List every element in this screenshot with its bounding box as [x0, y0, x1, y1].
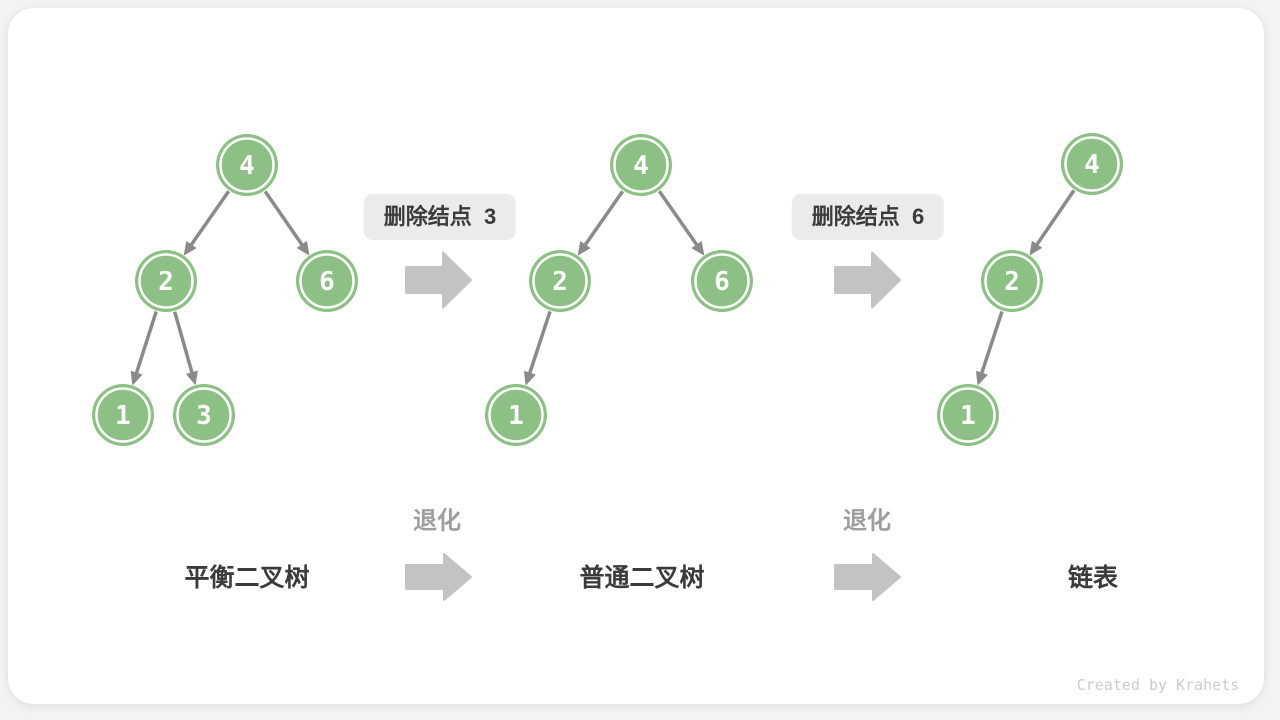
- node-value: 1: [508, 401, 524, 431]
- tree-edge: [583, 190, 625, 246]
- tree-edge: [657, 190, 699, 246]
- node-ring: [1064, 136, 1120, 192]
- node-value: 1: [960, 401, 976, 431]
- node-circle: [937, 384, 999, 446]
- tree-balanced-binary-tree: 4 2 6 1 3: [92, 134, 358, 446]
- step-label-delete-6: 删除结点 6: [791, 194, 945, 240]
- tree-node: 1: [485, 384, 547, 446]
- node-circle: [296, 250, 358, 312]
- tree-ordinary-binary-tree: 4 2 6 1: [485, 134, 753, 446]
- node-circle: [691, 250, 753, 312]
- node-circle: [173, 384, 235, 446]
- node-ring: [984, 253, 1040, 309]
- node-value: 6: [319, 267, 335, 297]
- edge-arrowhead-icon: [130, 370, 143, 386]
- tree-edge: [173, 311, 194, 374]
- edge-arrowhead-icon: [976, 370, 988, 386]
- node-ring: [95, 387, 151, 443]
- node-circle: [610, 134, 672, 196]
- edge-arrowhead-icon: [183, 241, 197, 256]
- degrade-label-2: 退化: [843, 507, 891, 535]
- tree-edge: [189, 190, 231, 246]
- node-circle: [1061, 133, 1123, 195]
- node-ring: [488, 387, 544, 443]
- edge-arrowhead-icon: [296, 241, 310, 256]
- tree-edge: [1035, 189, 1076, 246]
- node-ring: [694, 253, 750, 309]
- tree-node: 1: [937, 384, 999, 446]
- node-ring: [940, 387, 996, 443]
- node-value: 4: [633, 151, 649, 181]
- tree-node: 4: [610, 134, 672, 196]
- node-circle: [135, 250, 197, 312]
- node-ring: [532, 253, 588, 309]
- tree-node: 1: [92, 384, 154, 446]
- edge-arrowhead-icon: [691, 241, 705, 256]
- tree-node: 4: [216, 134, 278, 196]
- tree-edge: [528, 310, 552, 374]
- node-value: 2: [1004, 267, 1020, 297]
- edge-arrowhead-icon: [1029, 241, 1042, 256]
- step-label-delete-3: 删除结点 3: [363, 194, 517, 240]
- node-ring: [176, 387, 232, 443]
- tree-edge: [134, 310, 158, 374]
- edge-arrowhead-icon: [577, 241, 591, 256]
- degrade-right-arrow-icon: [405, 553, 472, 601]
- node-circle: [216, 134, 278, 196]
- tree-node: 2: [529, 250, 591, 312]
- node-value: 2: [158, 267, 174, 297]
- tree-node: 3: [173, 384, 235, 446]
- node-ring: [613, 137, 669, 193]
- edge-arrowhead-icon: [186, 370, 198, 385]
- right-block-arrow-icon: [834, 251, 901, 309]
- tree-node: 6: [691, 250, 753, 312]
- node-ring: [299, 253, 355, 309]
- node-circle: [981, 250, 1043, 312]
- caption-balanced-binary-tree: 平衡二叉树: [184, 564, 310, 592]
- node-ring: [219, 137, 275, 193]
- node-ring: [138, 253, 194, 309]
- degrade-right-arrow-icon: [834, 553, 901, 601]
- tree-node: 6: [296, 250, 358, 312]
- edge-arrowhead-icon: [524, 370, 536, 386]
- credit-text: Created by Krahets: [1076, 676, 1240, 694]
- tree-linked-list: 4 2 1: [937, 133, 1123, 446]
- node-value: 2: [552, 267, 568, 297]
- node-value: 6: [714, 267, 730, 297]
- tree-node: 2: [981, 250, 1043, 312]
- node-circle: [485, 384, 547, 446]
- degrade-label-1: 退化: [413, 507, 461, 535]
- node-value: 3: [196, 401, 212, 431]
- node-value: 4: [1084, 150, 1100, 180]
- caption-ordinary-binary-tree: 普通二叉树: [579, 564, 705, 592]
- node-value: 4: [239, 151, 255, 181]
- node-circle: [529, 250, 591, 312]
- tree-edge: [263, 190, 304, 246]
- node-circle: [92, 384, 154, 446]
- node-value: 1: [115, 401, 131, 431]
- right-block-arrow-icon: [405, 251, 472, 309]
- caption-linked-list: 链表: [1067, 564, 1119, 592]
- diagram-card: [8, 8, 1264, 704]
- tree-node: 2: [135, 250, 197, 312]
- tree-edge: [980, 310, 1004, 374]
- tree-node: 4: [1061, 133, 1123, 195]
